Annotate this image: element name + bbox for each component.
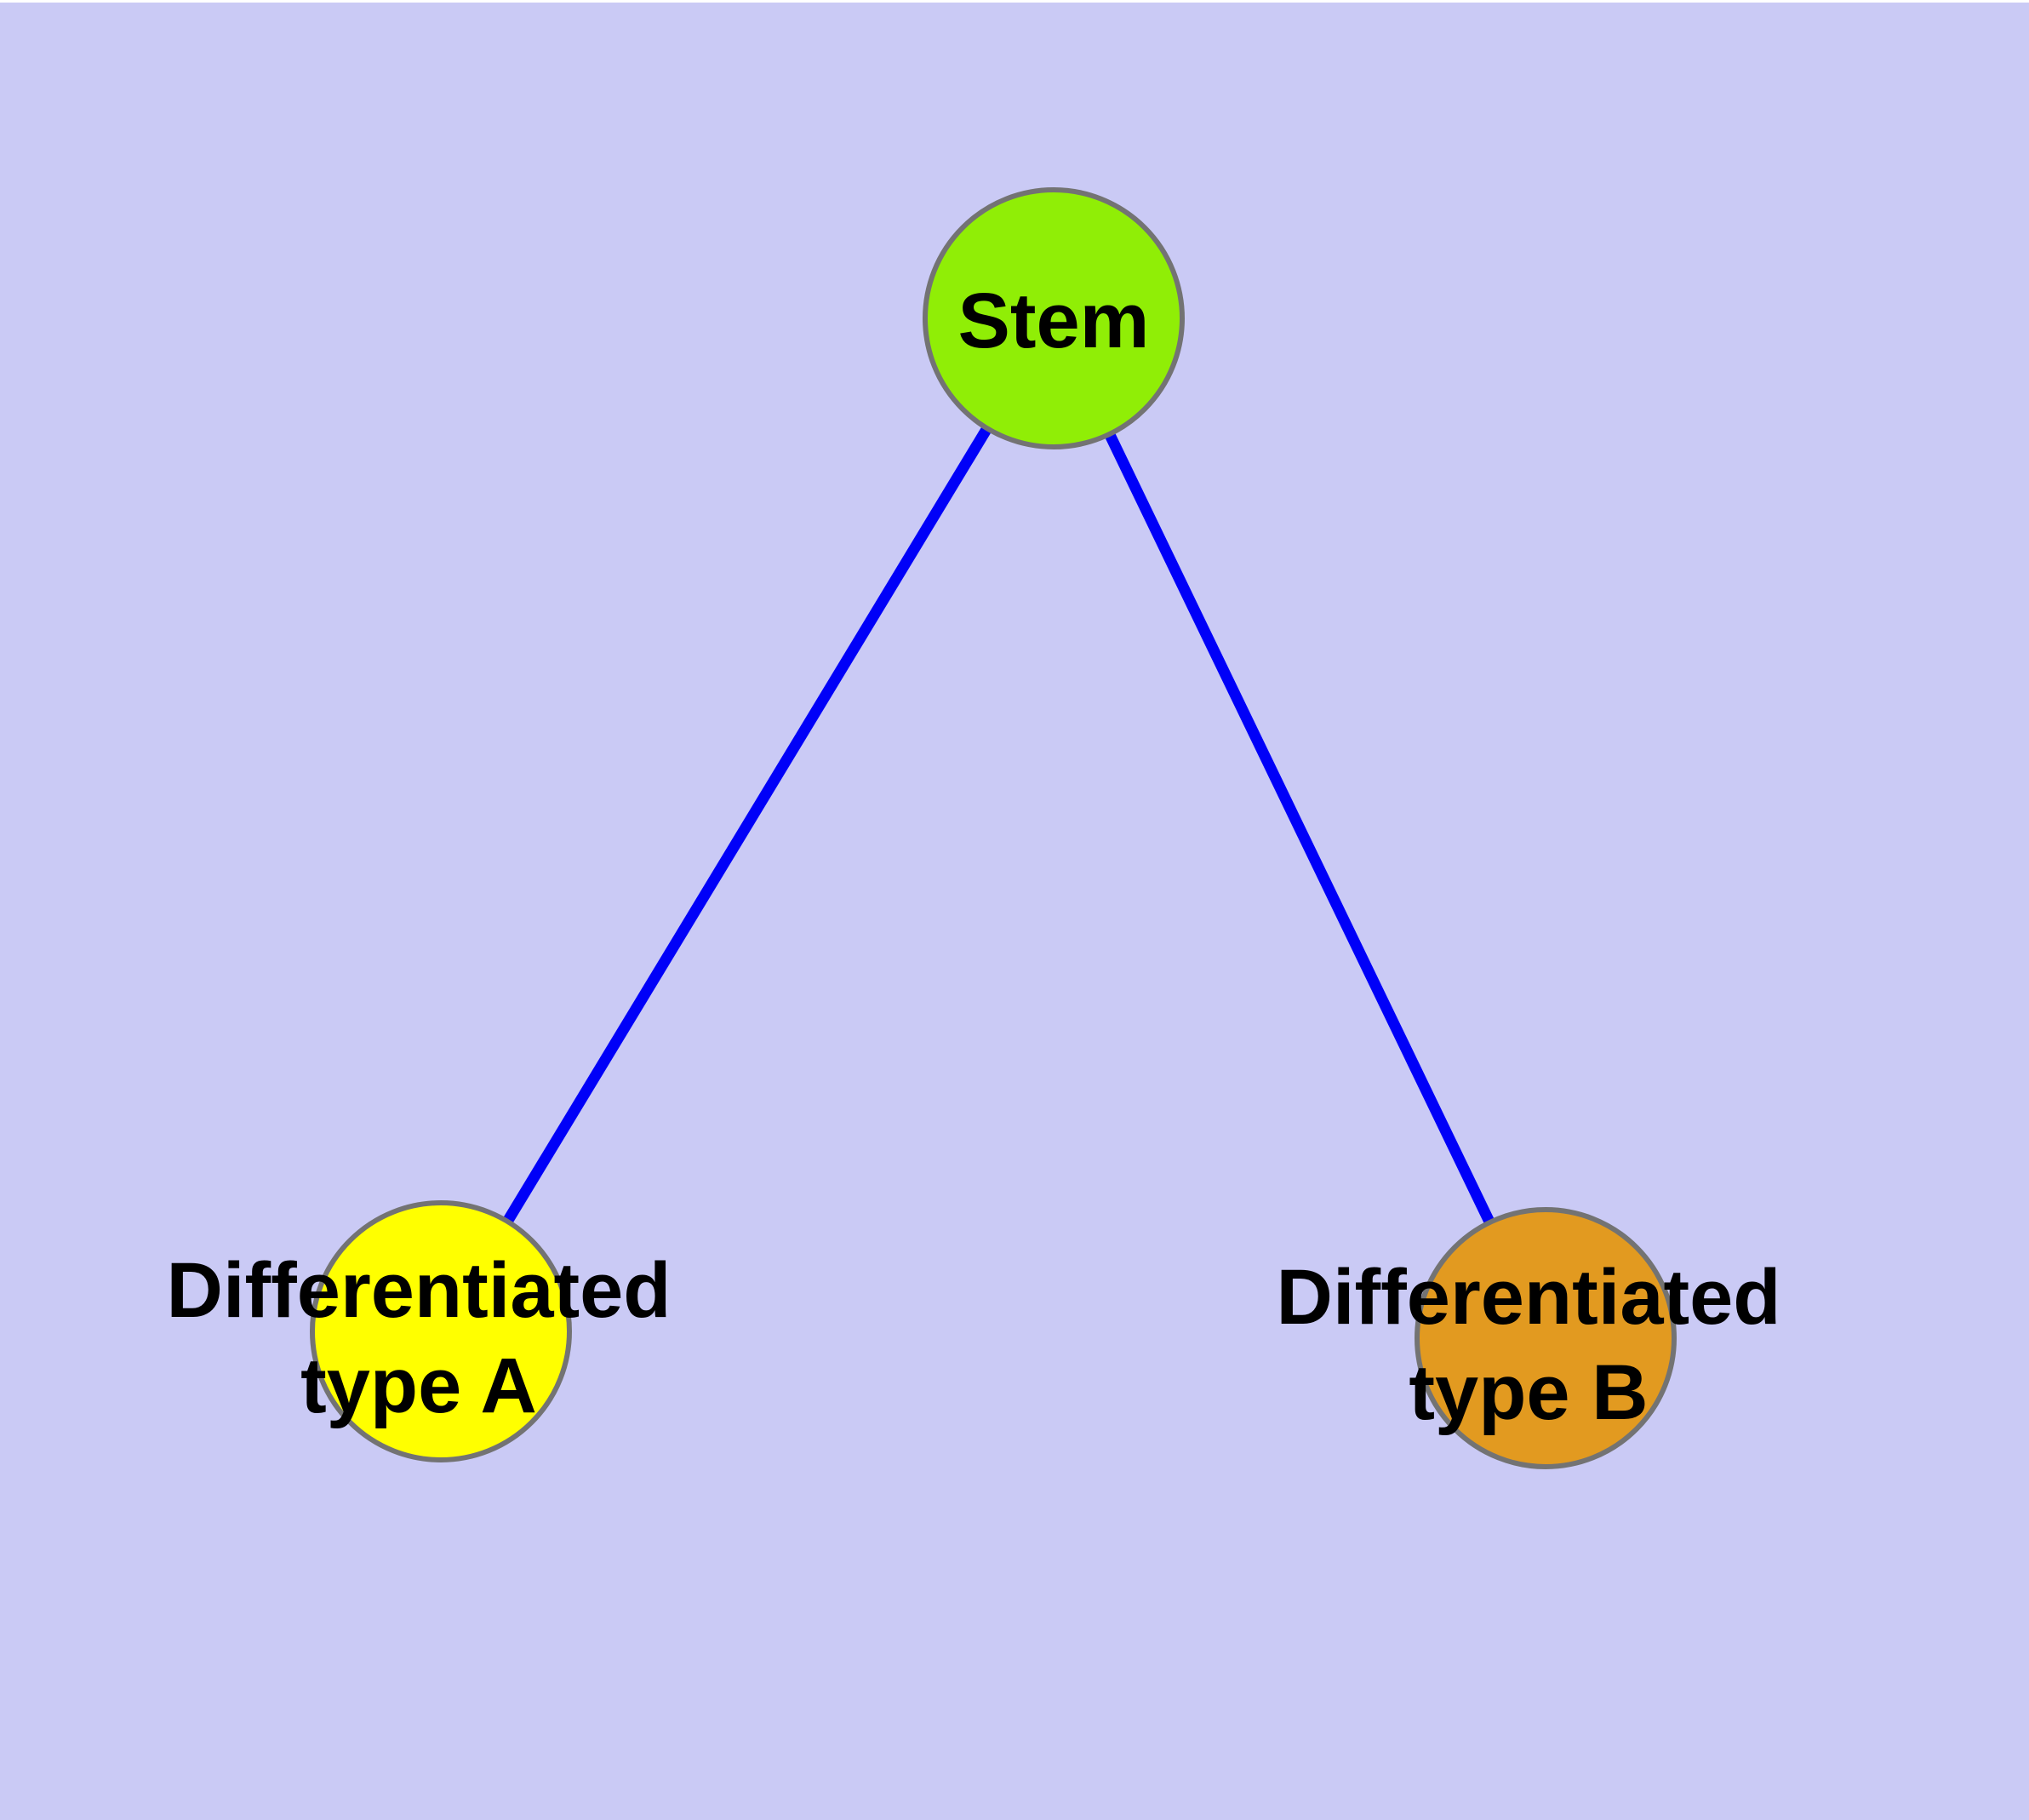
node-label-type-a: Differentiated type A [166, 1247, 672, 1429]
top-margin-strip [0, 0, 2029, 3]
node-circle-type-b [1415, 1207, 1677, 1469]
edge-stem-to-type-b [1049, 316, 1551, 1341]
node-circle-type-a [310, 1200, 572, 1462]
edge-stem-to-type-a [436, 315, 1059, 1335]
node-label-stem: Stem [957, 278, 1150, 364]
node-circle-stem [923, 187, 1185, 449]
node-label-type-b: Differentiated type B [1276, 1254, 1781, 1436]
